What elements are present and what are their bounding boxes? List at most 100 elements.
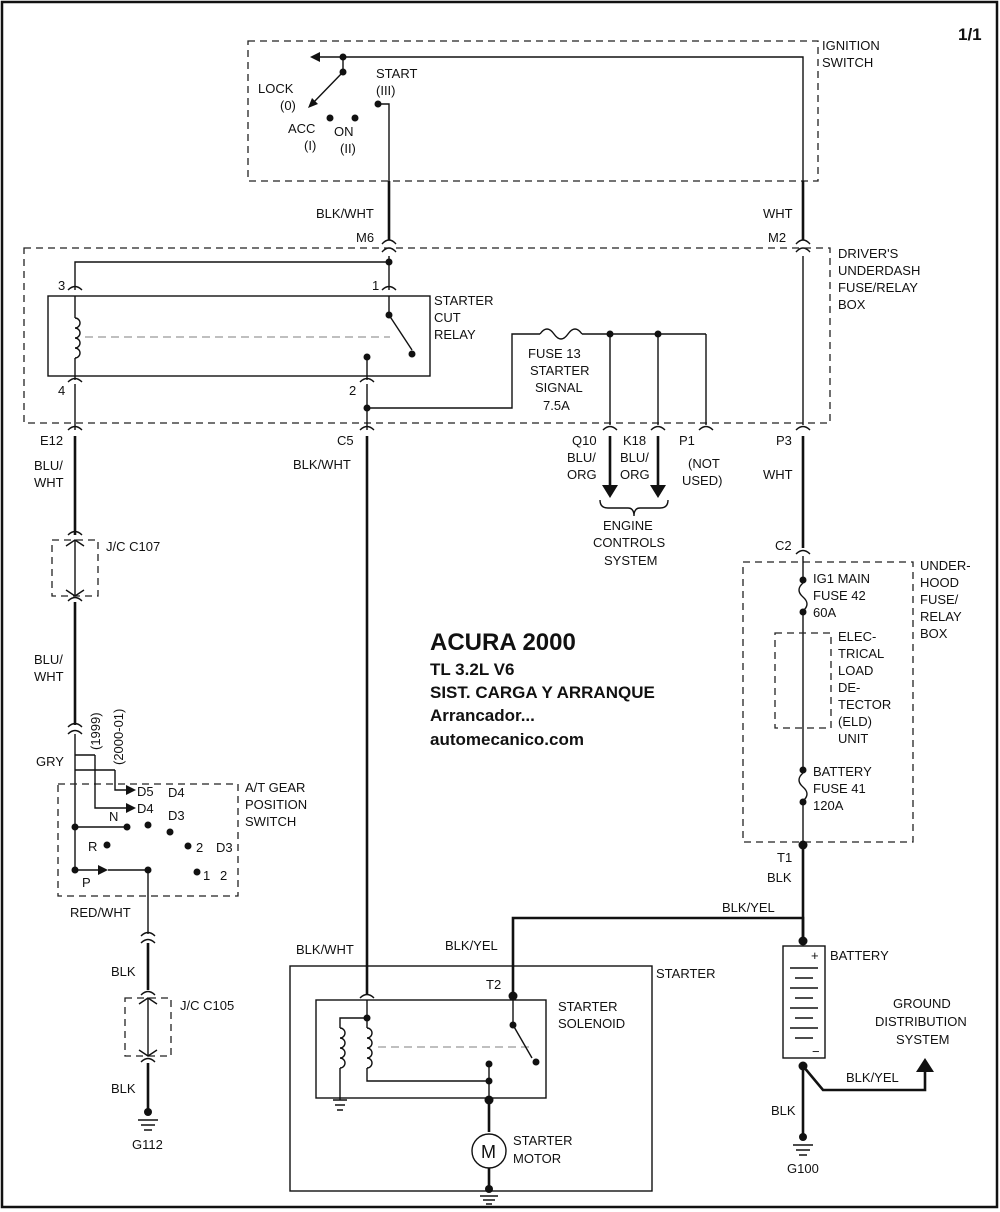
fuse-13 bbox=[539, 328, 583, 340]
acc-label: ACC bbox=[288, 121, 315, 136]
relay-pin-3: 3 bbox=[58, 278, 65, 293]
gear-switch-label-3: SWITCH bbox=[245, 814, 296, 829]
eld-label-7: UNIT bbox=[838, 731, 868, 746]
battery-minus: − bbox=[812, 1044, 820, 1059]
eld-label-3: LOAD bbox=[838, 663, 873, 678]
wire-wht-top: WHT bbox=[763, 206, 793, 221]
year-2000-01: (2000-01) bbox=[111, 709, 126, 765]
gry-wire: GRY bbox=[36, 754, 64, 769]
fuse13-label-3: SIGNAL bbox=[535, 380, 583, 395]
ground-dist-2: DISTRIBUTION bbox=[875, 1014, 967, 1029]
connector-c5: C5 bbox=[337, 433, 354, 448]
at-gear-position-switch: A/T GEAR POSITION SWITCH (1999) (2000-01… bbox=[57, 709, 307, 934]
acc-position: (I) bbox=[304, 138, 316, 153]
underdash-fuse-relay-box: DRIVER'S UNDERDASH FUSE/RELAY BOX STARTE… bbox=[23, 246, 920, 430]
engine-controls-brace bbox=[599, 499, 669, 517]
k18-wire-1: BLU/ bbox=[620, 450, 649, 465]
motor-label-1: STARTER bbox=[513, 1133, 572, 1148]
title-system: SIST. CARGA Y ARRANQUE bbox=[430, 683, 655, 702]
k18-wire-2: ORG bbox=[620, 467, 650, 482]
title-site: automecanico.com bbox=[430, 730, 584, 749]
ground-g112-symbol bbox=[138, 1119, 158, 1131]
underhood-fuse-relay-box: UNDER- HOOD FUSE/ RELAY BOX IG1 MAIN FUS… bbox=[742, 556, 971, 845]
relay-pin-1: 1 bbox=[372, 278, 379, 293]
battery-fuse-label-1: BATTERY bbox=[813, 764, 872, 779]
ig1-fuse-label-2: FUSE 42 bbox=[813, 588, 866, 603]
connector-p3: P3 bbox=[776, 433, 792, 448]
underhood-label-5: BOX bbox=[920, 626, 948, 641]
pos-2-a: 2 bbox=[196, 840, 203, 855]
not-used-2: USED) bbox=[682, 473, 722, 488]
pos-p: P bbox=[82, 875, 91, 890]
k18-arrow bbox=[650, 485, 666, 498]
pos-r: R bbox=[88, 839, 97, 854]
jc107-wire-1: BLU/ bbox=[34, 652, 63, 667]
battery: + − BATTERY bbox=[782, 945, 889, 1059]
connector-q10: Q10 bbox=[572, 433, 597, 448]
underdash-bottom-connectors bbox=[67, 425, 811, 431]
title-component: Arrancador... bbox=[430, 706, 535, 725]
pos-d3-b: D3 bbox=[216, 840, 233, 855]
underdash-label-1: DRIVER'S bbox=[838, 246, 899, 261]
solenoid-ground-symbol bbox=[333, 1099, 347, 1111]
ground-dist-3: SYSTEM bbox=[896, 1032, 949, 1047]
title-main: ACURA 2000 bbox=[430, 629, 576, 656]
connector-m6: M6 bbox=[356, 230, 374, 245]
ig1-main-fuse-42 bbox=[798, 582, 808, 612]
on-position: (II) bbox=[340, 141, 356, 156]
connector-t1: T1 bbox=[777, 850, 792, 865]
pos-d3-a: D3 bbox=[168, 808, 185, 823]
engine-controls-1: ENGINE bbox=[603, 518, 653, 533]
motor-symbol: M bbox=[481, 1142, 496, 1162]
connector-p1: P1 bbox=[679, 433, 695, 448]
connector-m2-symbol bbox=[795, 239, 811, 253]
blk-wire-left-2: BLK bbox=[111, 1081, 136, 1096]
year-1999: (1999) bbox=[88, 712, 103, 750]
eld-label-5: TECTOR bbox=[838, 697, 891, 712]
ground-g112: G112 bbox=[132, 1137, 163, 1152]
eld-label-1: ELEC- bbox=[838, 629, 876, 644]
on-label: ON bbox=[334, 124, 354, 139]
relay-coil bbox=[74, 317, 81, 359]
lock-label: LOCK bbox=[258, 81, 294, 96]
motor-label-2: MOTOR bbox=[513, 1151, 561, 1166]
lock-position: (0) bbox=[280, 98, 296, 113]
fuse13-label-1: FUSE 13 bbox=[528, 346, 581, 361]
red-wht-wire: RED/WHT bbox=[70, 905, 131, 920]
eld-label-2: TRICAL bbox=[838, 646, 884, 661]
ground-distribution-arrow bbox=[916, 1058, 934, 1072]
not-used-1: (NOT bbox=[688, 456, 720, 471]
ig1-fuse-label-1: IG1 MAIN bbox=[813, 571, 870, 586]
underhood-label-1: UNDER- bbox=[920, 558, 971, 573]
connector-t2: T2 bbox=[486, 977, 501, 992]
hold-in-coil bbox=[366, 1027, 373, 1069]
battery-fuse-41 bbox=[798, 772, 808, 802]
e12-wire-1: BLU/ bbox=[34, 458, 63, 473]
q10-arrow bbox=[602, 485, 618, 498]
start-position: (III) bbox=[376, 83, 396, 98]
connector-c2: C2 bbox=[775, 538, 792, 553]
pos-d4-b: D4 bbox=[137, 801, 154, 816]
q10-wire-2: ORG bbox=[567, 467, 597, 482]
eld-label-4: DE- bbox=[838, 680, 860, 695]
relay-label-2: CUT bbox=[434, 310, 461, 325]
pos-d5: D5 bbox=[137, 784, 154, 799]
ground-dist-1: GROUND bbox=[893, 996, 951, 1011]
solenoid-label-2: SOLENOID bbox=[558, 1016, 625, 1031]
relay-pin-4: 4 bbox=[58, 383, 65, 398]
gear-switch-label-1: A/T GEAR bbox=[245, 780, 305, 795]
page-number: 1/1 bbox=[958, 25, 982, 44]
underhood-label-3: FUSE/ bbox=[920, 592, 959, 607]
ground-g100: G100 bbox=[787, 1161, 819, 1176]
underdash-label-2: UNDERDASH bbox=[838, 263, 920, 278]
title-engine: TL 3.2L V6 bbox=[430, 660, 514, 679]
relay-pin-2: 2 bbox=[349, 383, 356, 398]
ig1-fuse-label-3: 60A bbox=[813, 605, 836, 620]
blk-wire-left: BLK bbox=[111, 964, 136, 979]
starter-feed-wire: BLK/WHT bbox=[296, 942, 354, 957]
fuse13-label-2: STARTER bbox=[530, 363, 589, 378]
ground-g100-symbol bbox=[793, 1144, 813, 1156]
connector-m2: M2 bbox=[768, 230, 786, 245]
